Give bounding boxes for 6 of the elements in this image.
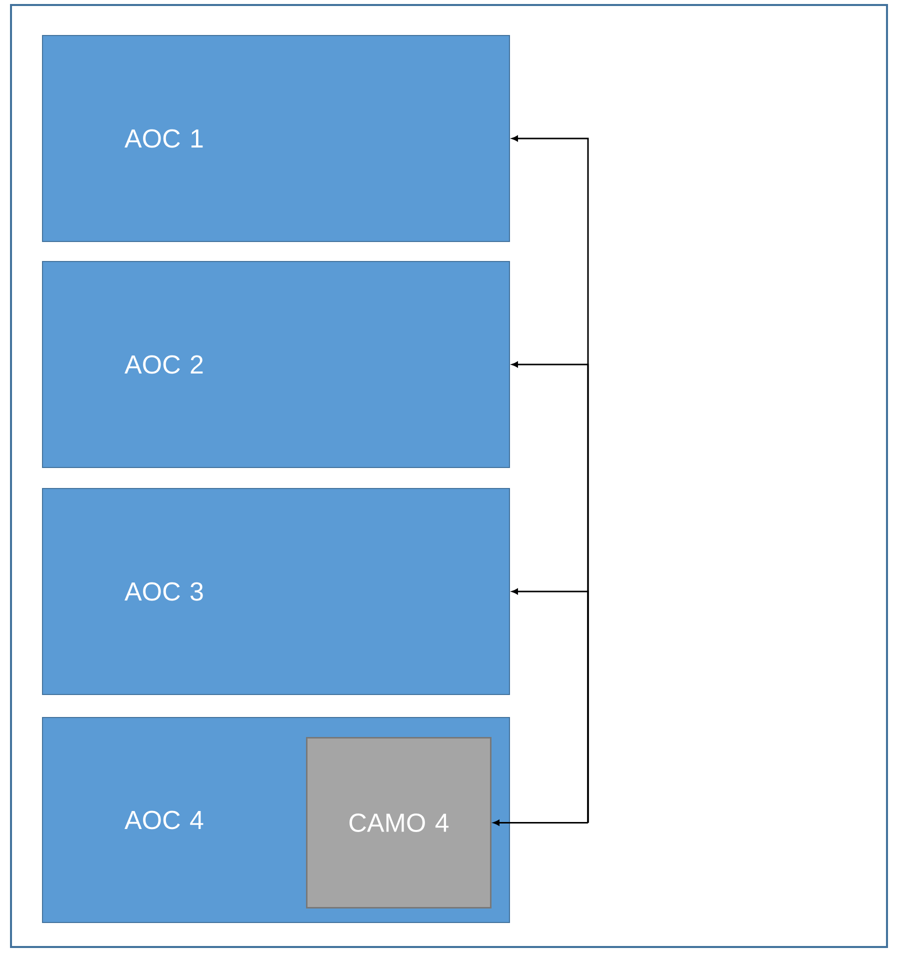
process-box: AOC 1 [42, 35, 510, 242]
arrow [493, 820, 588, 826]
process-box: AOC 3 [42, 488, 510, 695]
inner-box: CAMO 4 [306, 737, 492, 908]
process-box: AOC 2 [42, 261, 510, 468]
arrow [512, 588, 589, 823]
